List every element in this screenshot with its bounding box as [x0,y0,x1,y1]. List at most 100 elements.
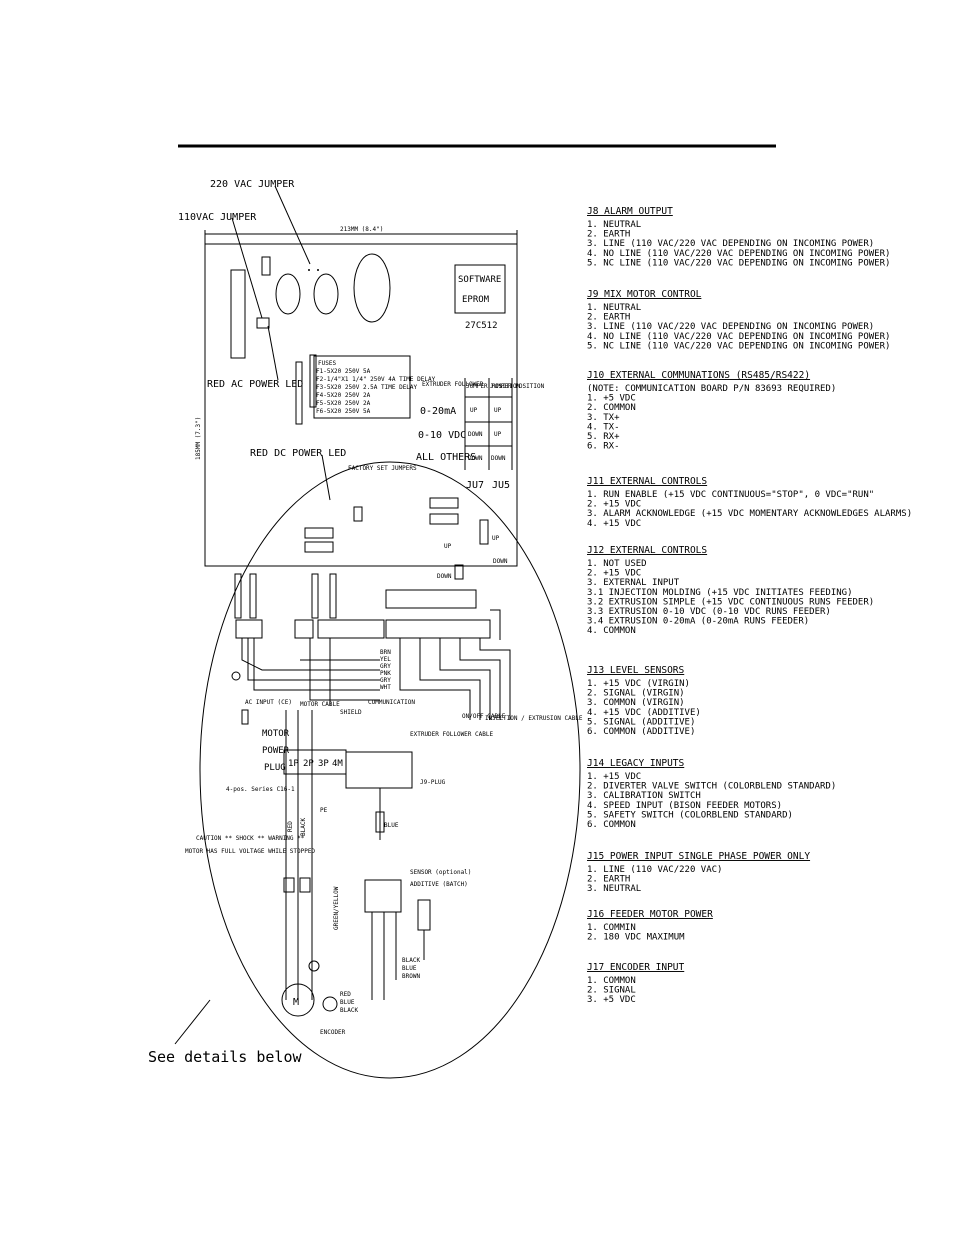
caution-label-2: MOTOR HAS FULL VOLTAGE WHILE STOPPED [185,848,315,855]
encoder-wire-3: BLACK [340,1007,358,1014]
jumper-220-label: 220 VAC JUMPER [210,179,295,190]
pinout-item: 6. RX- [587,442,620,452]
pinout-item: 3. TX+ [587,413,620,423]
red-ac-led-label: RED AC POWER LED [207,379,303,390]
pinout-item: 1. +15 VDC [587,772,641,782]
pinout-section-title: J16 FEEDER MOTOR POWER [587,909,713,920]
pinout-item: 5. SAFETY SWITCH (COLORBLEND STANDARD) [587,810,793,820]
pinout-item: 3. NEUTRAL [587,884,641,894]
pin-2: 2P [303,759,314,769]
j9-plug: J9-PLUG BLUE [345,751,446,840]
plug-label-2: POWER [262,746,290,756]
pinout-item: 4. SPEED INPUT (BISON FEEDER MOTORS) [587,801,782,811]
sensor-wire-2: BLUE [402,965,417,972]
down-label-1: DOWN [437,573,452,580]
up-label-2: UP [492,535,500,542]
wire-red-label: RED [287,821,294,832]
pinout-item: 2. SIGNAL (VIRGIN) [587,689,685,699]
pinout-section-title: J8 ALARM OUTPUT [587,206,673,217]
pinout-item: 3. +5 VDC [587,995,636,1005]
fuse-6: F6-5X20 250V 5A [316,408,371,415]
additive-label: ADDITIVE (BATCH) [410,881,468,888]
wire-color-1: BRN [380,649,391,656]
dim-width: 213MM (8.4") [340,226,383,233]
pinout-item: 4. COMMON [587,626,636,636]
dim-height: 185MM (7.3") [195,417,202,460]
plug-label-3: PLUG [264,763,286,773]
pinout-item: 2. EARTH [587,230,630,240]
pinout-section-title: J14 LEGACY INPUTS [587,758,685,769]
pinout-item: 2. DIVERTER VALVE SWITCH (COLORBLEND STA… [587,782,836,792]
pinout-item: 3.1 INJECTION MOLDING (+15 VDC INITIATES… [587,588,853,598]
pinout-item: 3.4 EXTRUSION 0-20mA (0-20mA RUNS FEEDER… [587,617,809,627]
pinout-item: 1. LINE (110 VAC/220 VAC) [587,865,722,875]
pinout-item: 2. EARTH [587,313,630,323]
pinout-section-title: J17 ENCODER INPUT [587,962,685,973]
series-label: 4-pos. Series C16-1 [226,786,295,793]
pinout-item: 6. COMMON (ADDITIVE) [587,727,695,737]
pinout-item: 3. ALARM ACKNOWLEDGE (+15 VDC MOMENTARY … [587,509,912,519]
pin-4: 4M [332,759,343,769]
pin-3: 3P [318,759,329,769]
pinout-item: 1. COMMIN [587,923,636,933]
pinout-item: 1. NEUTRAL [587,303,641,313]
row-j5-1: UP [494,407,502,414]
sensor-terminal-block: SENSOR (optional) ADDITIVE (BATCH) BLACK… [364,869,471,1000]
pinout-item: 2. +15 VDC [587,500,641,510]
software-label: SOFTWARE [458,275,501,285]
wiring-bundle: AC INPUT (CE) MOTOR CABLE SHIELD COMMUNI… [231,609,583,1000]
table-head-j7: JUMPER POSITION [466,383,521,390]
fuses-title: FUSES [318,360,336,367]
ac-input-label: AC INPUT (CE) [245,699,292,706]
row-j7-3: DOWN [468,455,483,462]
pinout-item: 5. NC LINE (110 VAC/220 VAC DEPENDING ON… [587,341,890,351]
pinout-item: 6. COMMON [587,820,636,830]
pinout-item: 3.3 EXTRUSION 0-10 VDC (0-10 VDC RUNS FE… [587,607,831,617]
pinout-item: 3.2 EXTRUSION SIMPLE (+15 VDC CONTINUOUS… [587,597,874,607]
row-mode-3: ALL OTHERS [416,452,476,463]
red-dc-led-label: RED DC POWER LED [250,448,346,459]
pinout-item: 2. EARTH [587,875,630,885]
wire-color-6: WHT [380,684,391,691]
sensor-wire-3: BROWN [402,973,420,980]
pinout-item: 3. LINE (110 VAC/220 VAC DEPENDING ON IN… [587,322,874,332]
pinout-item: 1. +5 VDC [587,394,636,404]
wire-pe-label: PE [320,807,328,814]
row-j5-2: UP [494,431,502,438]
fuse-5: F5-5X20 250V 2A [316,400,371,407]
jumper-110-label: 110VAC JUMPER [178,212,257,223]
encoder-wire-1: RED [340,991,351,998]
motor-cable-label: MOTOR CABLE [300,701,340,708]
eprom-label: EPROM [462,295,490,305]
wire-color-2: YEL [380,656,391,663]
injection-cable-label: INJECTION / EXTRUSION CABLE [485,715,583,722]
pinout-section-title: J9 MIX MOTOR CONTROL [587,289,702,300]
down-label-2: DOWN [493,558,508,565]
pinout-item: 4. NO LINE (110 VAC/220 VAC DEPENDING ON… [587,249,890,259]
motor-symbol [281,983,315,1017]
pinout-item: 4. +15 VDC [587,519,641,529]
pinout-item: 3. COMMON (VIRGIN) [587,698,685,708]
pinout-item: 4. +15 VDC (ADDITIVE) [587,708,701,718]
pinout-item: 5. NC LINE (110 VAC/220 VAC DEPENDING ON… [587,258,890,268]
ju7-label: JU7 [466,480,484,491]
wire-color-4: PNK [380,670,391,677]
fuse-2: F2-1/4"X1 1/4" 250V 4A TIME DELAY [316,376,436,383]
pinout-item: 3. CALIBRATION SWITCH [587,791,701,801]
encoder-symbol [322,996,338,1012]
shield-label: SHIELD [340,709,362,716]
wire-gy-label: GREEN/YELLOW [333,886,340,930]
connector-row [234,573,491,639]
caution-label: CAUTION ** SHOCK ** WARNING ** [196,835,305,842]
wire-color-5: GRY [380,677,391,684]
motor-label: M [293,997,299,1008]
communication-label: COMMUNICATION [368,699,415,706]
pinout-section-title: J15 POWER INPUT SINGLE PHASE POWER ONLY [587,851,810,862]
fuse-4: F4-5X20 250V 2A [316,392,371,399]
ju5-label: JU5 [492,480,510,491]
pinout-item: 2. +15 VDC [587,569,641,579]
detail-outline [199,461,581,1079]
on-off-cable-label: ON/OFF CABLE [462,713,506,720]
extruder-follower-label: EXTRUDER FOLLOWER CABLE [410,731,493,738]
